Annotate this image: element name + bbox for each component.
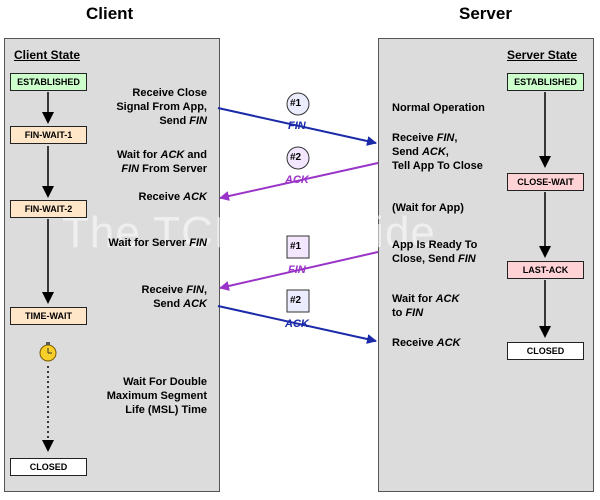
server-label-receive-ack: Receive ACK [392, 337, 461, 349]
message-2-name: ACK [285, 174, 309, 186]
message-4-number: #2 [290, 295, 302, 306]
message-4-name: ACK [285, 318, 309, 330]
client-label-receive-fin: Receive FIN, Send ACK [141, 284, 207, 310]
client-state-time-wait: TIME-WAIT [10, 307, 87, 325]
client-label-receive-close: Receive Close Signal From App, Send FIN [116, 87, 207, 127]
server-label-wait-ack-fin: Wait for ACK to FIN [392, 293, 460, 319]
server-state-established: ESTABLISHED [507, 73, 584, 91]
server-label-receive-fin: Receive FIN, Send ACK, Tell App To Close [392, 132, 483, 172]
message-1-name: FIN [288, 120, 306, 132]
message-3-fin-arrow [219, 251, 379, 291]
message-3-name: FIN [288, 264, 306, 276]
server-state-last-ack: LAST-ACK [507, 261, 584, 279]
client-state-fin-wait-2: FIN-WAIT-2 [10, 200, 87, 218]
message-2-badge [286, 146, 310, 170]
message-1-fin-arrow [217, 107, 377, 146]
client-state-closed: CLOSED [10, 458, 87, 476]
message-1-badge [286, 92, 310, 116]
client-state-fin-wait-1: FIN-WAIT-1 [10, 126, 87, 144]
server-label-normal-operation: Normal Operation [392, 102, 485, 114]
client-label-receive-ack: Receive ACK [138, 191, 208, 203]
client-state-established: ESTABLISHED [10, 73, 87, 91]
server-state-close-wait: CLOSE-WAIT [507, 173, 584, 191]
message-3-number: #1 [290, 241, 302, 252]
client-label-wait-ack-fin: Wait for ACK and FIN From Server [116, 149, 207, 175]
client-header: Client [86, 4, 134, 23]
stopwatch-icon [39, 342, 57, 362]
client-label-wait-server-fin: Wait for Server FIN [108, 237, 207, 249]
message-3-badge [286, 235, 310, 259]
message-4-badge [286, 289, 310, 313]
server-header: Server [459, 4, 512, 23]
server-label-wait-for-app: (Wait for App) [392, 202, 464, 214]
message-2-number: #2 [290, 152, 302, 163]
server-state-closed: CLOSED [507, 342, 584, 360]
client-state-heading: Client State [14, 48, 81, 62]
client-label-wait-double-msl: Wait For Double Maximum Segment Life (MS… [106, 376, 207, 416]
message-2-ack-arrow [219, 162, 379, 201]
client-panel [4, 38, 220, 492]
server-label-app-ready: App Is Ready To Close, Send FIN [392, 239, 478, 265]
server-state-heading: Server State [507, 48, 578, 62]
message-4-ack-arrow [217, 305, 377, 344]
message-1-number: #1 [290, 98, 302, 109]
